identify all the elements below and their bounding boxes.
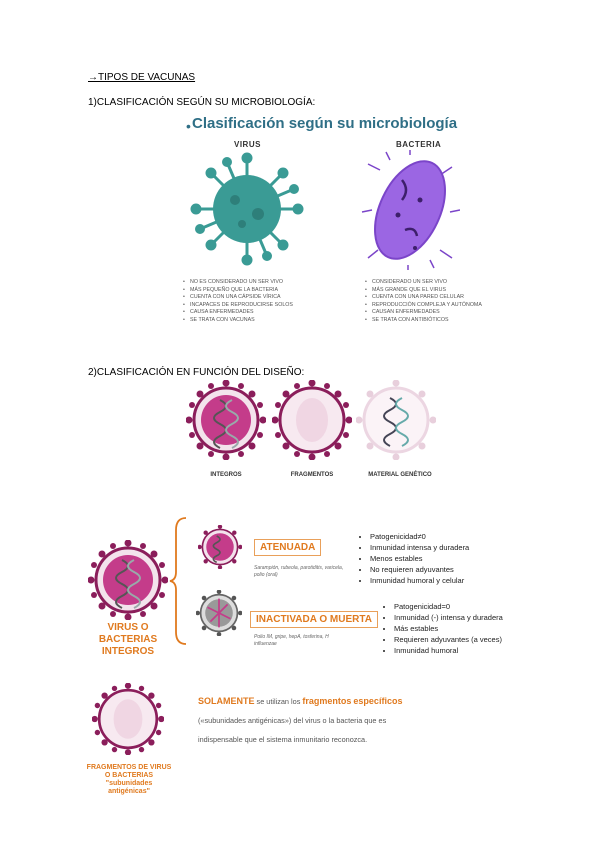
atenuada-label: ATENUADA	[254, 539, 322, 556]
inactivada-examples: Polio IM, gripe, hepA, tosferina, H infl…	[254, 634, 329, 647]
solamente-text: SOLAMENTE	[198, 696, 255, 706]
micro-title: Clasificación según su microbiología	[192, 115, 458, 132]
list-item: SE TRATA CON ANTIBIÓTICOS	[365, 317, 532, 325]
integros-virus-icon	[186, 380, 266, 460]
list-item: Inmunidad (-) intensa y duradera	[394, 612, 544, 623]
list-item: Requieren adyuvantes (a veces)	[394, 634, 544, 645]
fragmentos-large-virus-icon	[92, 683, 164, 755]
material-genetico-icon	[356, 380, 436, 460]
fragmentos-description: SOLAMENTE se utilizan los fragmentos esp…	[198, 692, 408, 749]
section2-heading: 2)CLASIFICACIÓN EN FUNCIÓN DEL DISEÑO:	[88, 367, 305, 378]
atenuada-examples: Sarampión, rubeola, parotiditis, varicel…	[254, 565, 344, 578]
inactivada-label: INACTIVADA O MUERTA	[250, 611, 378, 628]
inactivada-virus-icon	[196, 590, 242, 636]
list-item: Menos estables	[370, 553, 530, 564]
especificos-text: específicos	[353, 696, 403, 706]
inactivada-points: Patogenicidad=0 Inmunidad (-) intensa y …	[382, 601, 544, 656]
main-heading: →TIPOS DE VACUNAS	[88, 72, 196, 83]
list-item: CAUSAN ENFERMEDADES	[365, 309, 532, 317]
atenuada-virus-icon	[198, 525, 242, 569]
fragmentos-virus-icon	[272, 380, 352, 460]
list-item: Más estables	[394, 623, 544, 634]
list-item: Inmunidad humoral	[394, 645, 544, 656]
list-item: CAUSA ENFERMEDADES	[183, 309, 350, 317]
virus-label: VIRUS	[234, 140, 261, 149]
list-item: No requieren adyuvantes	[370, 564, 530, 575]
list-item: REPRODUCCIÓN COMPLEJA Y AUTÓNOMA	[365, 302, 532, 310]
bacteria-points: CONSIDERADO UN SER VIVO MÁS GRANDE QUE E…	[364, 279, 532, 324]
para-text: se utilizan los	[254, 697, 303, 706]
list-item: SE TRATA CON VACUNAS	[183, 317, 350, 325]
bacteria-icon	[361, 150, 460, 270]
fragmentos-title: FRAGMENTOS DE VIRUS O BACTERIAS "subunid…	[86, 764, 172, 795]
integros-title: VIRUS O BACTERIAS INTEGROS	[98, 622, 158, 657]
list-item: Patogenicidad=0	[394, 601, 544, 612]
virus-icon	[190, 152, 304, 266]
list-item: INCAPACES DE REPRODUCIRSE SOLOS	[183, 302, 350, 310]
title-bullet-icon: •	[186, 118, 191, 134]
list-item: CUENTA CON UNA CÁPSIDE VÍRICA	[183, 294, 350, 302]
list-item: Inmunidad intensa y duradera	[370, 542, 530, 553]
list-item: MÁS PEQUEÑO QUE LA BACTERIA	[183, 287, 350, 295]
list-item: CONSIDERADO UN SER VIVO	[365, 279, 532, 287]
atenuada-points: Patogenicidad≠0 Inmunidad intensa y dura…	[358, 531, 530, 586]
list-item: Patogenicidad≠0	[370, 531, 530, 542]
bacteria-label: BACTERIA	[396, 140, 442, 149]
virus-points: NO ES CONSIDERADO UN SER VIVO MÁS PEQUEÑ…	[182, 279, 350, 324]
caption-material-genetico: MATERIAL GENÉTICO	[368, 472, 432, 478]
fragmentos-text: fragmentos	[302, 696, 352, 706]
list-item: CUENTA CON UNA PARED CELULAR	[365, 294, 532, 302]
list-item: Inmunidad humoral y celular	[370, 575, 530, 586]
para-rest-text: («subunidades antigénicas») del virus o …	[198, 716, 387, 744]
integros-large-virus-icon	[88, 540, 168, 620]
section1-heading: 1)CLASIFICACIÓN SEGÚN SU MICROBIOLOGÍA:	[88, 97, 316, 108]
list-item: MÁS GRANDE QUE EL VIRUS	[365, 287, 532, 295]
list-item: NO ES CONSIDERADO UN SER VIVO	[183, 279, 350, 287]
brace-icon	[169, 517, 187, 645]
caption-integros: INTEGROS	[210, 472, 242, 478]
caption-fragmentos: FRAGMENTOS	[290, 472, 334, 478]
